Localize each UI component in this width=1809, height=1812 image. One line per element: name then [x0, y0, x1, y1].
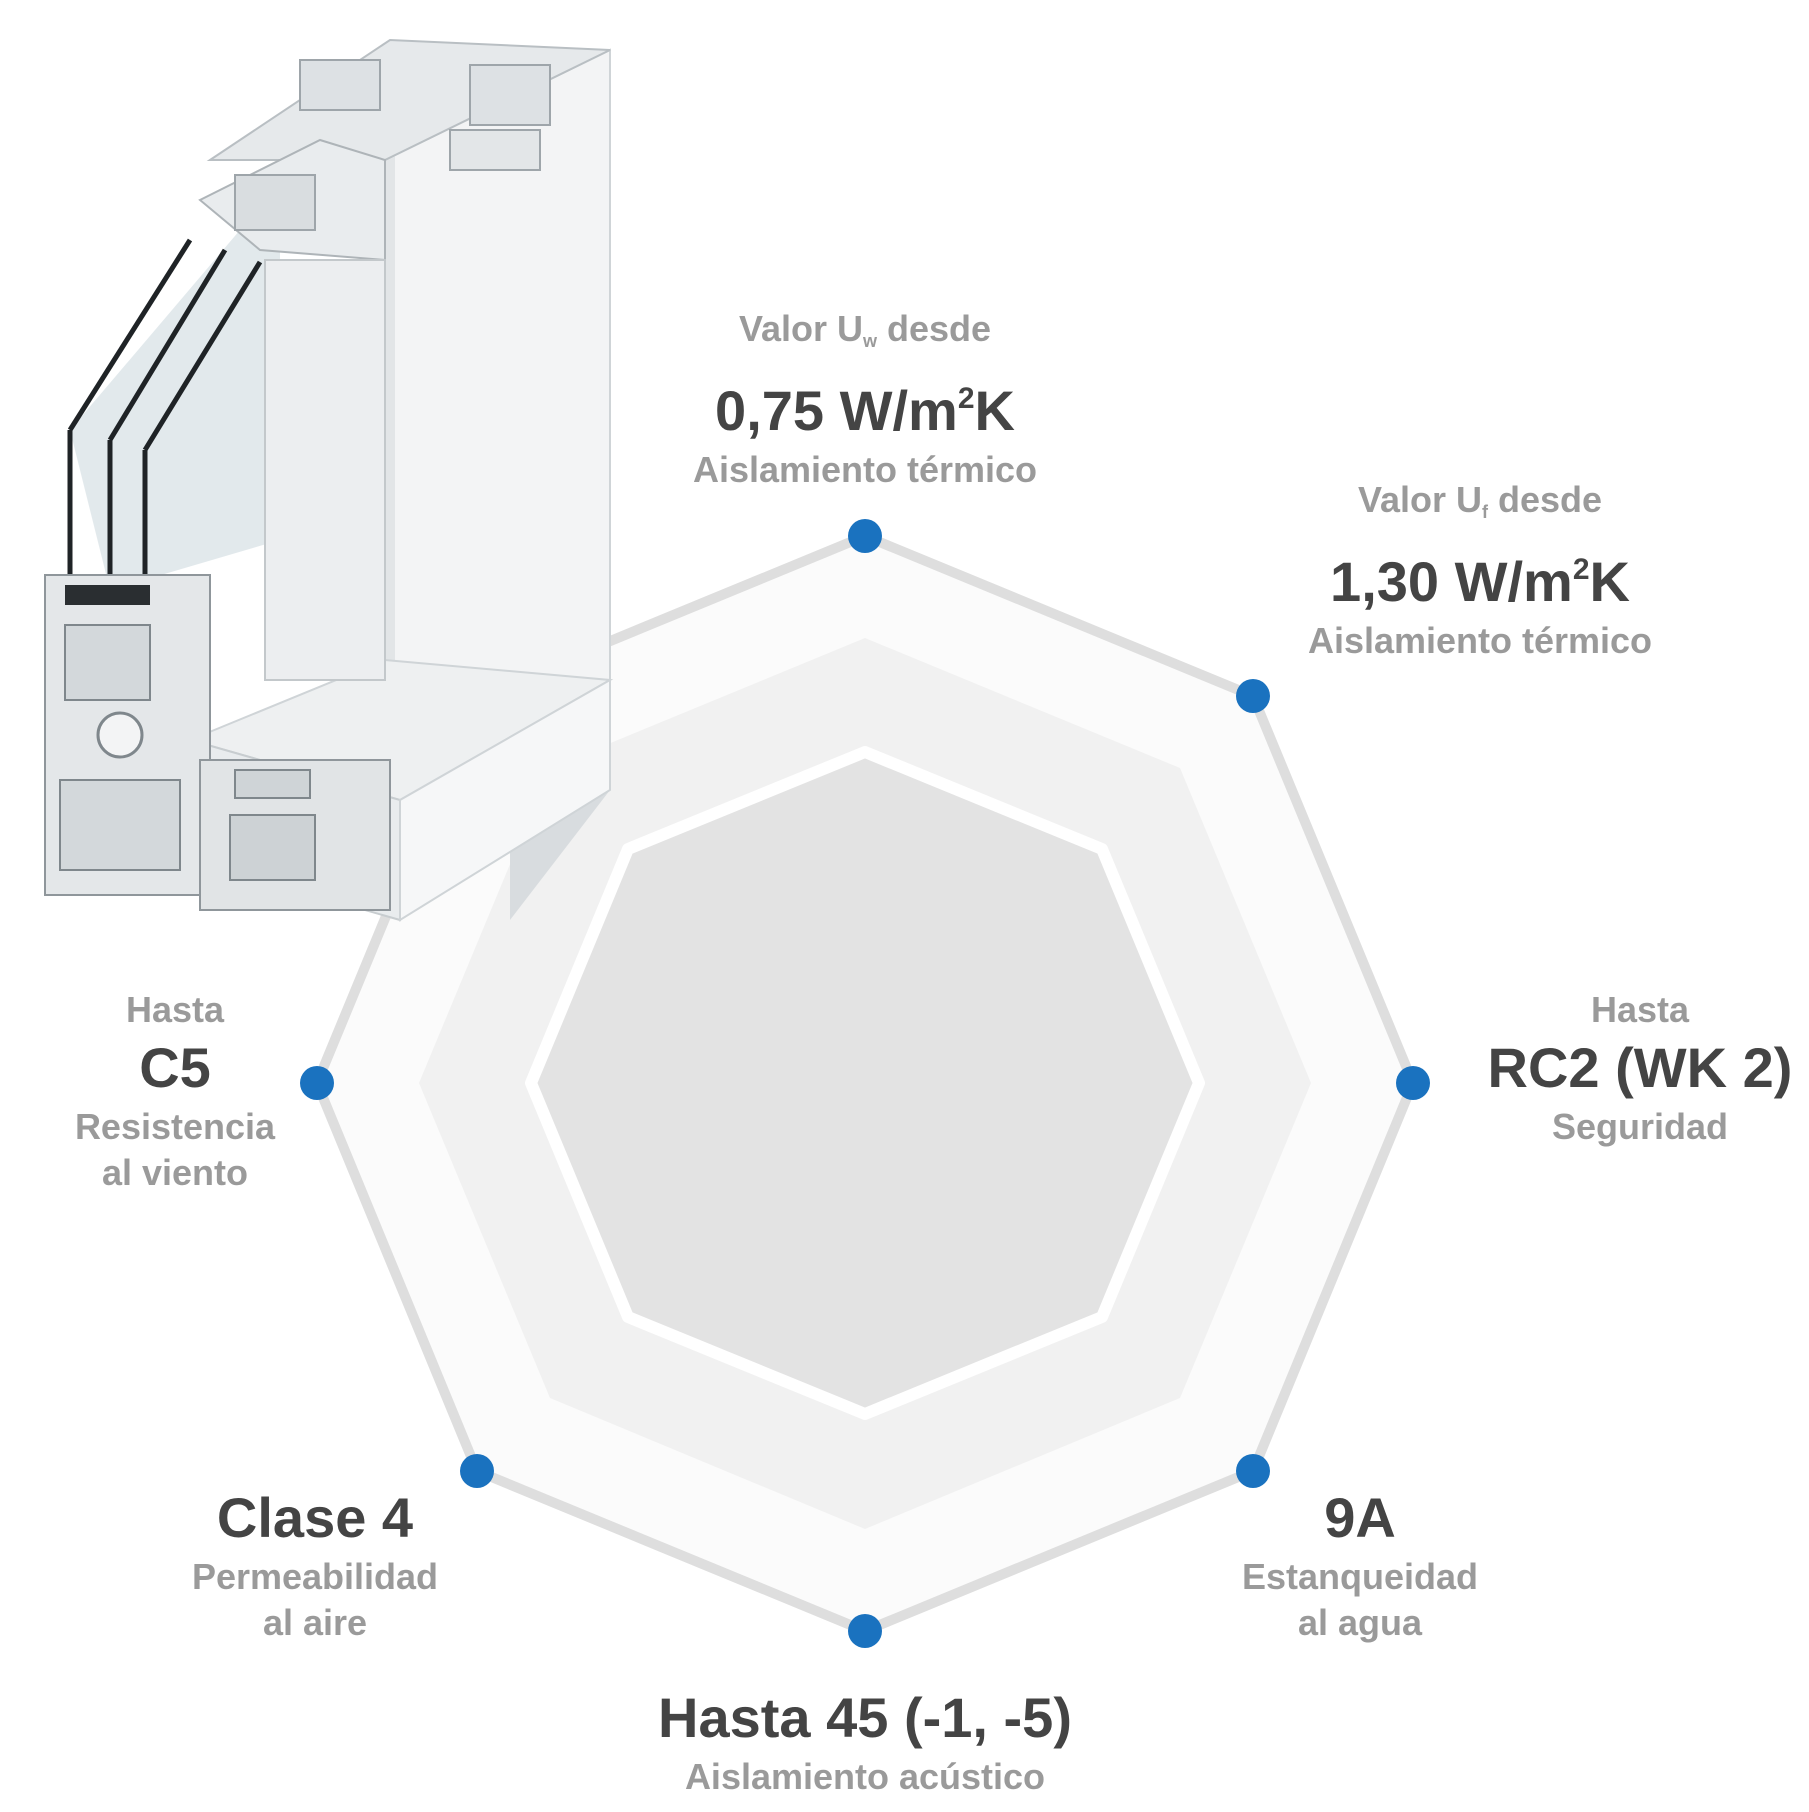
label-wind-pre: Hasta: [125, 989, 225, 1030]
label-security-value: RC2 (WK 2): [1487, 1036, 1793, 1099]
profile-frame-edge: [385, 150, 395, 660]
label-water-value: 9A: [1324, 1486, 1396, 1549]
label-air-desc-2: al aire: [262, 1602, 368, 1643]
profile-top-chamber: [299, 59, 381, 111]
glass-pane-3: [142, 260, 263, 452]
label-water: 9A Estanqueidad al agua: [1160, 1482, 1560, 1646]
label-air-desc-1: Permeabilidad: [191, 1556, 439, 1597]
property-dot-acoustic: [848, 1614, 882, 1648]
label-air: Clase 4 Permeabilidad al aire: [115, 1482, 515, 1646]
label-wind-desc-1: Resistencia: [74, 1106, 276, 1147]
profile-sill-chamber: [229, 814, 316, 881]
property-dot-uw: [848, 519, 882, 553]
profile-sill-chamber: [234, 769, 311, 799]
label-uw-desc: Aislamiento térmico: [692, 449, 1038, 490]
label-uw-value: 0,75 W/m2K: [715, 379, 1015, 442]
label-uf-pre: Valor Uf desde: [1357, 479, 1603, 522]
glass-pane-2: [107, 248, 228, 442]
property-dot-security: [1396, 1066, 1430, 1100]
label-security-pre: Hasta: [1590, 989, 1690, 1030]
property-dot-wind: [300, 1066, 334, 1100]
label-security: Hasta RC2 (WK 2) Seguridad: [1440, 988, 1809, 1150]
label-uw: Valor Uw desde 0,75 W/m2K Aislamiento té…: [565, 307, 1165, 493]
profile-sash-chamber: [234, 174, 316, 231]
label-uf: Valor Uf desde 1,30 W/m2K Aislamiento té…: [1180, 478, 1780, 664]
inner-octagon: [525, 746, 1205, 1420]
label-acoustic-desc: Aislamiento acústico: [684, 1756, 1046, 1797]
property-dot-water: [1236, 1454, 1270, 1488]
label-uf-desc: Aislamiento térmico: [1307, 620, 1653, 661]
profile-bottom-chamber: [64, 624, 151, 701]
label-wind-desc-2: al viento: [101, 1152, 249, 1193]
label-acoustic: Hasta 45 (-1, -5) Aislamiento acústico: [515, 1682, 1215, 1800]
label-security-desc: Seguridad: [1551, 1106, 1729, 1147]
profile-glazing-unit: [70, 230, 280, 590]
label-wind: Hasta C5 Resistencia al viento: [25, 988, 325, 1196]
profile-top-chamber: [449, 129, 541, 171]
profile-top-chamber: [469, 64, 551, 126]
label-uw-pre: Valor Uw desde: [738, 308, 992, 351]
label-water-desc-2: al agua: [1297, 1602, 1423, 1643]
profile-gasket: [65, 585, 150, 605]
property-dot-uf: [1236, 679, 1270, 713]
label-acoustic-value: Hasta 45 (-1, -5): [658, 1686, 1072, 1749]
profile-bottom-chamber: [59, 779, 181, 871]
profile-sash-body: [264, 259, 386, 681]
label-air-value: Clase 4: [216, 1486, 414, 1549]
glass-pane-1: [67, 238, 193, 432]
label-water-desc-1: Estanqueidad: [1241, 1556, 1479, 1597]
label-uf-value: 1,30 W/m2K: [1330, 550, 1630, 613]
property-dot-air: [460, 1454, 494, 1488]
window-profile-cross-section-icon: [44, 38, 614, 922]
profile-roller: [96, 711, 144, 759]
profile-sill-right: [399, 678, 611, 922]
label-wind-value: C5: [139, 1036, 211, 1099]
